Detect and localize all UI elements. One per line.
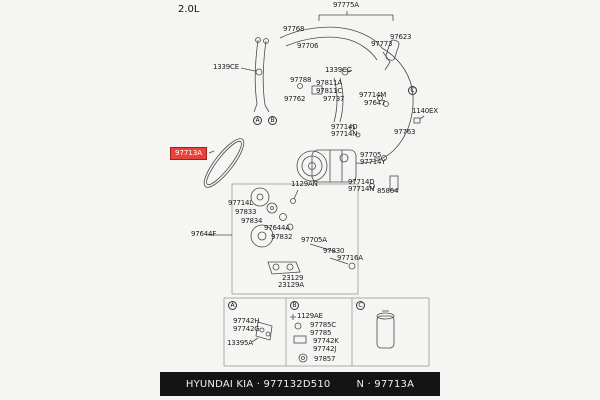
part-label-1339CC[interactable]: 1339CC — [325, 66, 352, 74]
part-label-97716A[interactable]: 97716A — [337, 254, 363, 262]
part-label-85864[interactable]: 85864 — [377, 187, 399, 195]
part-label-97737[interactable]: 97737 — [323, 95, 345, 103]
selected-part-label[interactable]: 97713A — [170, 147, 208, 160]
part-label-97785[interactable]: 97785 — [310, 329, 332, 337]
part-label-1339CE[interactable]: 1339CE — [213, 63, 239, 71]
part-label-97714D[interactable]: 97714D — [348, 178, 375, 186]
callout-B: B — [268, 116, 277, 125]
callout-C: C — [356, 301, 365, 310]
callout-B: B — [290, 301, 299, 310]
part-label-97775A[interactable]: 97775A — [333, 1, 359, 9]
part-label-23129A[interactable]: 23129A — [278, 281, 304, 289]
part-label-1129AE[interactable]: 1129AE — [297, 312, 323, 320]
part-label-13395A[interactable]: 13395A — [227, 339, 253, 347]
part-label-97763[interactable]: 97763 — [394, 128, 416, 136]
part-label-97857[interactable]: 97857 — [314, 355, 336, 363]
callout-C: C — [408, 86, 417, 95]
part-label-97644F[interactable]: 97644F — [191, 230, 217, 238]
part-label-23129[interactable]: 23129 — [282, 274, 304, 282]
part-label-97768[interactable]: 97768 — [283, 25, 305, 33]
part-label-97773[interactable]: 97773 — [371, 40, 393, 48]
part-label-97714N[interactable]: 97714N — [348, 185, 375, 193]
part-label-97830[interactable]: 97830 — [323, 247, 345, 255]
engine-size-label: 2.0L — [178, 4, 200, 15]
part-label-97714L[interactable]: 97714L — [228, 199, 253, 207]
part-label-97705[interactable]: 97705 — [360, 151, 382, 159]
part-label-97644A[interactable]: 97644A — [264, 224, 290, 232]
footer-part-bar: HYUNDAI KIA · 977132D510 N · 97713A — [160, 372, 440, 396]
part-label-1129AN[interactable]: 1129AN — [291, 180, 318, 188]
part-label-97623[interactable]: 97623 — [390, 33, 412, 41]
callout-A: A — [253, 116, 262, 125]
part-label-97714D[interactable]: 97714D — [331, 123, 358, 131]
part-label-97785C[interactable]: 97785C — [310, 321, 336, 329]
part-label-97714M[interactable]: 97714M — [359, 91, 387, 99]
part-label-97834[interactable]: 97834 — [241, 217, 263, 225]
part-label-97811A[interactable]: 97811A — [316, 79, 342, 87]
footer-part-number: N · 97713A — [356, 378, 415, 390]
part-label-97705A[interactable]: 97705A — [301, 236, 327, 244]
part-label-97647[interactable]: 97647 — [364, 99, 386, 107]
part-label-97706[interactable]: 97706 — [297, 42, 319, 50]
part-label-97714N[interactable]: 97714N — [331, 130, 358, 138]
part-label-97762[interactable]: 97762 — [284, 95, 306, 103]
part-label-97742G[interactable]: 97742G — [233, 325, 260, 333]
part-label-97742K[interactable]: 97742K — [313, 337, 339, 345]
part-label-97742J[interactable]: 97742J — [313, 345, 337, 353]
part-label-97714Y[interactable]: 97714Y — [360, 158, 386, 166]
footer-catalog-number: HYUNDAI KIA · 977132D510 — [185, 378, 331, 390]
part-label-97811C[interactable]: 97811C — [316, 87, 342, 95]
part-label-97833[interactable]: 97833 — [235, 208, 257, 216]
part-label-97832[interactable]: 97832 — [271, 233, 293, 241]
callout-A: A — [228, 301, 237, 310]
part-label-97788[interactable]: 97788 — [290, 76, 312, 84]
part-label-1140EX[interactable]: 1140EX — [412, 107, 438, 115]
part-label-97742H[interactable]: 97742H — [233, 317, 260, 325]
